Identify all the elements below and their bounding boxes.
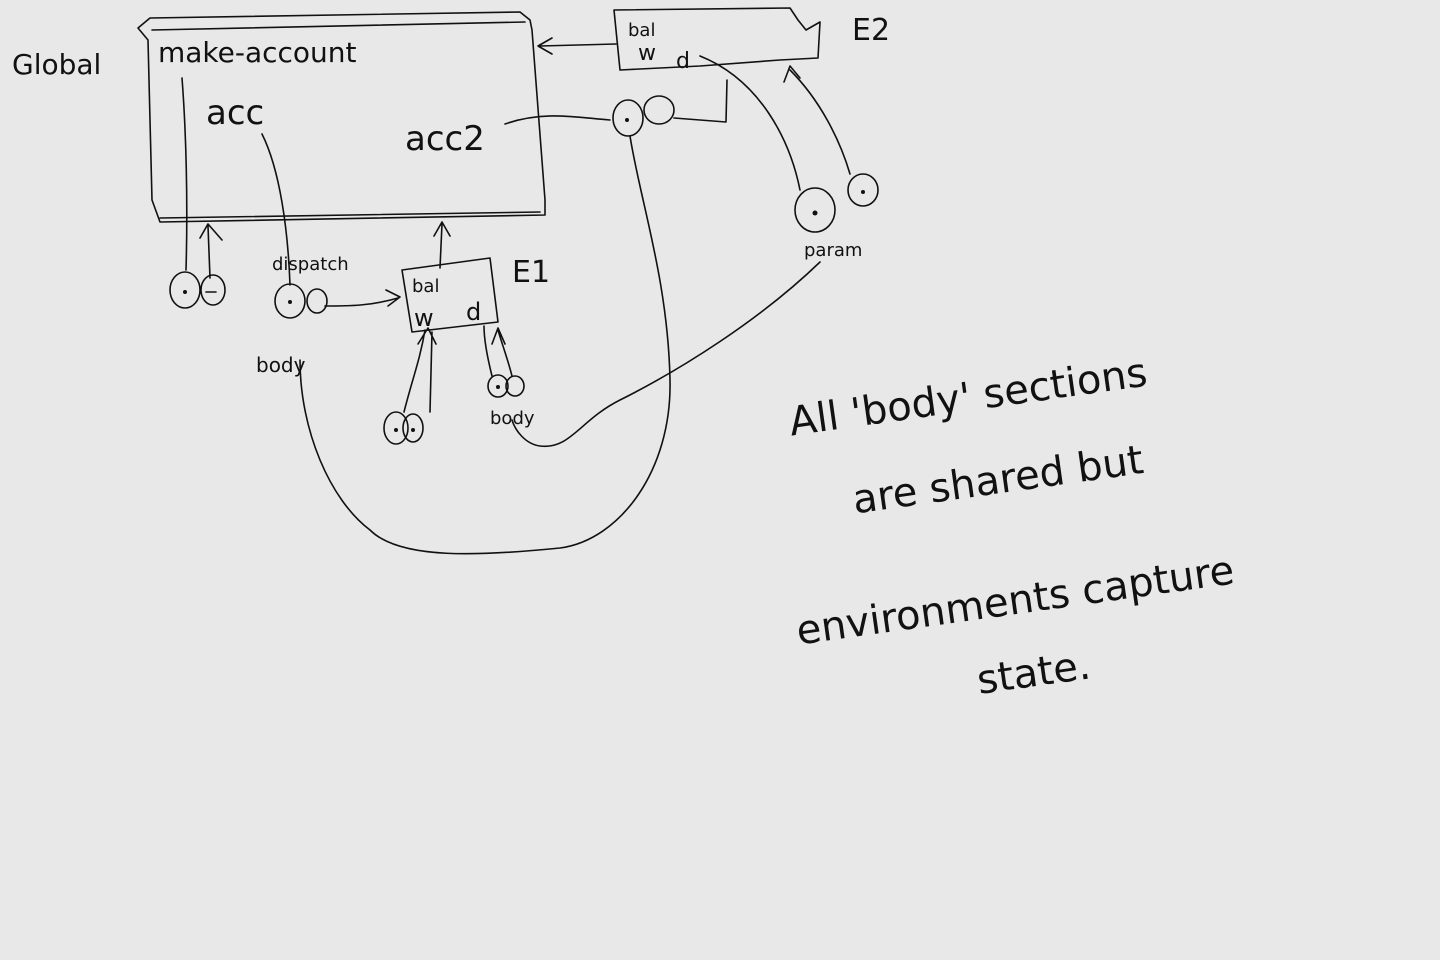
e2-bal-label: bal: [628, 20, 655, 41]
e2-w-label: w: [638, 41, 656, 66]
make-account-proc-left-circle: [169, 271, 201, 309]
annotation-note: All 'body' sections are shared but envir…: [786, 350, 1237, 704]
e1-d-label: d: [466, 298, 481, 326]
e1-procs: body: [383, 325, 535, 445]
e2-d-label: d: [676, 49, 690, 74]
note-line-1: All 'body' sections: [786, 350, 1150, 446]
acc-label: acc: [206, 93, 264, 133]
e1-w-label: w: [414, 304, 434, 332]
note-line-2: are shared but: [850, 437, 1146, 523]
dispatch-label: dispatch: [272, 254, 349, 275]
e2-frame: bal w d E2: [537, 7, 890, 74]
dispatch-proc-right-circle: [306, 288, 328, 314]
body-label-right: body: [490, 408, 535, 429]
e2-label: E2: [852, 13, 890, 48]
note-line-4: state.: [974, 642, 1093, 703]
acc2-label: acc2: [405, 119, 485, 159]
global-frame: Global make-account acc acc2: [12, 11, 546, 223]
e2-param-proc: param: [511, 55, 879, 448]
dispatch-proc-left-circle: [274, 283, 306, 319]
param-label: param: [804, 240, 862, 261]
global-label: Global: [12, 48, 101, 81]
make-account-label: make-account: [158, 36, 357, 69]
e1-frame: bal w d E1: [401, 221, 550, 333]
acc2-proc-left-circle: [612, 99, 644, 137]
acc-binding: dispatch body: [256, 133, 401, 377]
e1-bal-label: bal: [412, 276, 439, 297]
e1-label: E1: [512, 255, 550, 290]
make-account-binding: [169, 77, 226, 309]
note-line-3: environments capture: [793, 548, 1237, 655]
acc2-proc-right-circle: [643, 95, 675, 125]
make-account-proc-right-circle: [200, 274, 226, 306]
acc2-binding: [299, 79, 728, 555]
body-label-left: body: [256, 353, 306, 377]
